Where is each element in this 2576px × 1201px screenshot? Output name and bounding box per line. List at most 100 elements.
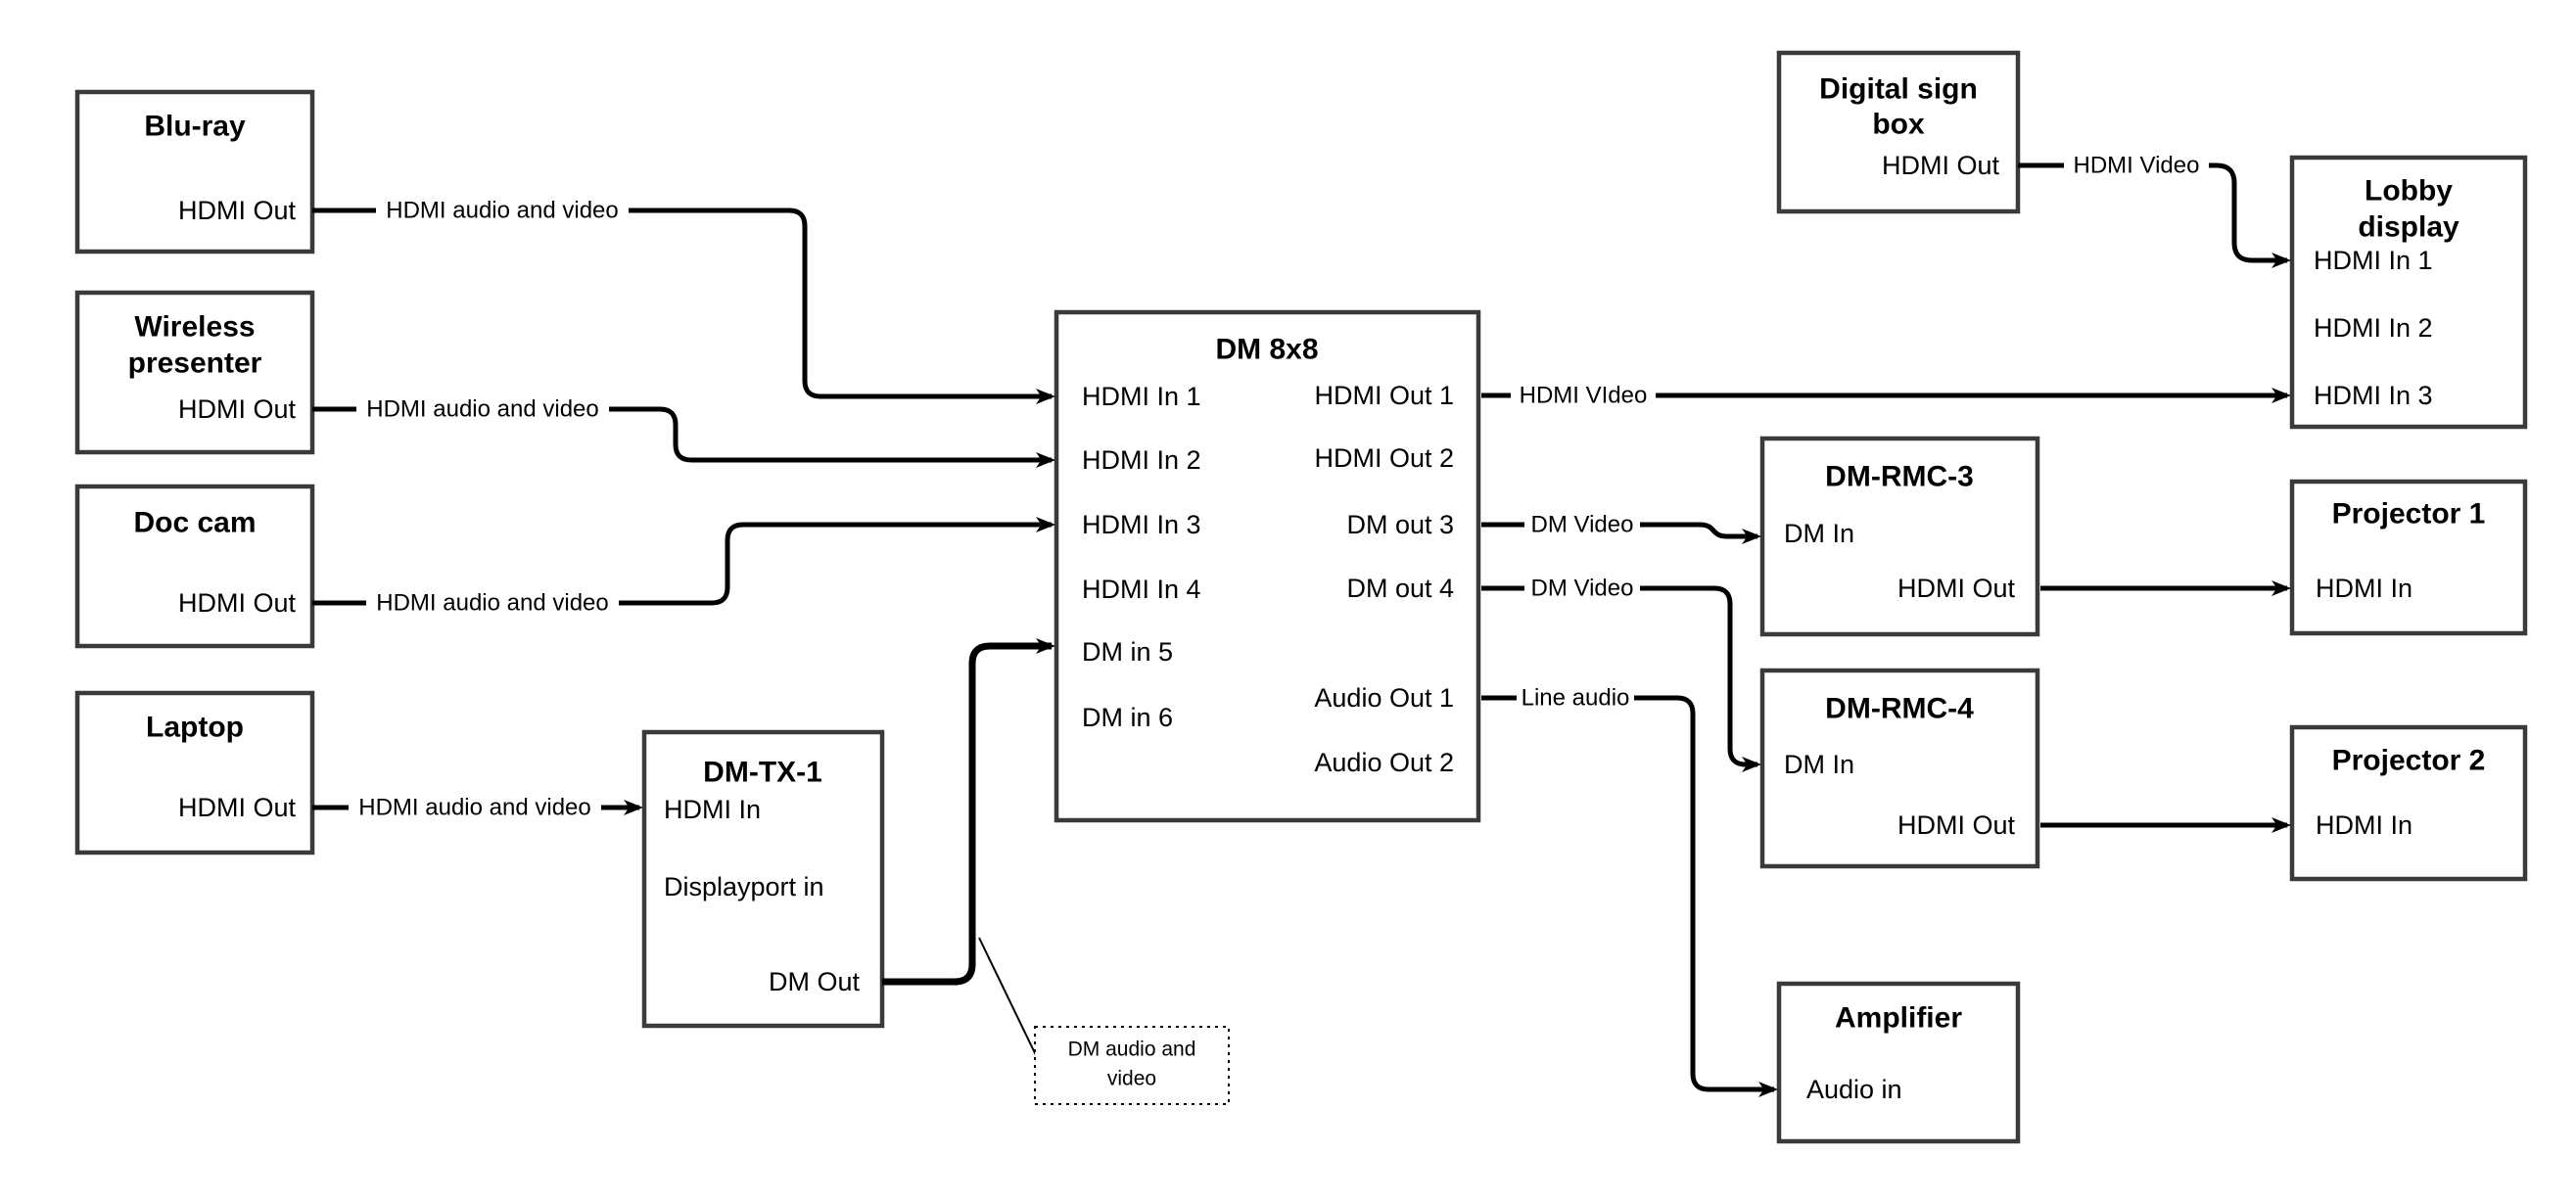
laptop-title: Laptop — [146, 712, 244, 744]
digital-sign-title-line2: box — [1872, 109, 1925, 141]
wire-label-digital-sign: HDMI Video — [2074, 153, 2200, 179]
rmc3-port-dm-in: DM In — [1784, 519, 1854, 548]
wireless-title-line1: Wireless — [134, 311, 255, 344]
doccam-port-hdmi-out: HDMI Out — [178, 588, 297, 618]
dm8x8-port-audio-out-2: Audio Out 2 — [1314, 748, 1454, 777]
node-projector-1: Projector 1 HDMI In — [2289, 479, 2528, 636]
wire-label-wireless: HDMI audio and video — [366, 396, 598, 423]
wire-dmtx1-to-dm8x8-dm-in-5 — [882, 638, 1055, 986]
dmtx1-port-displayport-in: Displayport in — [664, 872, 824, 901]
amplifier-title: Amplifier — [1835, 1002, 1962, 1035]
lobby-box — [2289, 155, 2528, 430]
wire-label-bg — [356, 393, 609, 426]
dm8x8-port-dm-in-6: DM in 6 — [1082, 703, 1173, 732]
dmtx1-port-hdmi-in: HDMI In — [664, 795, 761, 824]
wire-label-doccam: HDMI audio and video — [376, 590, 608, 617]
amplifier-box — [1776, 981, 2021, 1144]
wire-label-dm-out-4: DM Video — [1531, 576, 1634, 602]
dm8x8-port-hdmi-in-1: HDMI In 1 — [1082, 382, 1201, 411]
wire-label-hdmi-out-1: HDMI VIdeo — [1520, 383, 1648, 409]
node-dm-8x8: DM 8x8 HDMI In 1 HDMI In 2 HDMI In 3 HDM… — [1054, 309, 1481, 823]
wire-digital-sign-to-lobby-hdmi-in-1 — [2018, 162, 2291, 268]
wire-label-bg — [2064, 149, 2209, 182]
dmtx1-port-dm-out: DM Out — [769, 967, 861, 996]
digital-sign-title-line1: Digital sign — [1819, 73, 1978, 106]
laptop-port-hdmi-out: HDMI Out — [178, 793, 297, 822]
digital-sign-box — [1776, 50, 2021, 214]
dm8x8-port-hdmi-out-2: HDMI Out 2 — [1314, 443, 1454, 473]
wire-label-bg — [376, 194, 629, 227]
annotation-leader-line — [978, 937, 1037, 1056]
proj2-title: Projector 2 — [2332, 745, 2486, 777]
amplifier-port-audio-in: Audio in — [1806, 1075, 1902, 1104]
wire-dm8x8-dm-out-3-to-rmc3-dm-in — [1481, 522, 1761, 544]
node-wireless-presenter: Wireless presenter HDMI Out — [74, 290, 315, 455]
dm8x8-port-dm-in-5: DM in 5 — [1082, 637, 1173, 667]
dm8x8-port-audio-out-1: Audio Out 1 — [1314, 683, 1454, 713]
dm8x8-port-dm-out-3: DM out 3 — [1346, 510, 1454, 539]
proj1-box — [2289, 479, 2528, 636]
node-bluray: Blu-ray HDMI Out — [74, 89, 315, 254]
dm8x8-title: DM 8x8 — [1215, 334, 1318, 366]
doccam-box — [74, 484, 315, 649]
laptop-box — [74, 690, 315, 855]
rmc4-title: DM-RMC-4 — [1825, 693, 1974, 725]
node-dm-rmc-3: DM-RMC-3 DM In HDMI Out — [1759, 436, 2040, 637]
bluray-box — [74, 89, 315, 254]
rmc3-box — [1759, 436, 2040, 637]
wire-label-laptop: HDMI audio and video — [358, 795, 590, 821]
lobby-port-hdmi-in-3: HDMI In 3 — [2314, 381, 2433, 410]
rmc4-port-hdmi-out: HDMI Out — [1897, 810, 2016, 840]
node-laptop: Laptop HDMI Out — [74, 690, 315, 855]
dmtx1-title: DM-TX-1 — [703, 757, 822, 789]
node-amplifier: Amplifier Audio in — [1776, 981, 2021, 1144]
lobby-title-line1: Lobby — [2365, 175, 2453, 208]
rmc3-title: DM-RMC-3 — [1825, 461, 1974, 493]
proj2-port-hdmi-in: HDMI In — [2316, 810, 2412, 840]
node-dm-tx-1: DM-TX-1 HDMI In Displayport in DM Out — [641, 729, 885, 1029]
annotation-text-line2: video — [1107, 1068, 1156, 1090]
wire-bluray-to-dm8x8-hdmi-in-1 — [312, 208, 1055, 404]
wire-label-audio-out-1: Line audio — [1522, 685, 1630, 712]
node-digital-sign-box: Digital sign box HDMI Out — [1776, 50, 2021, 214]
node-lobby-display: Lobby display HDMI In 1 HDMI In 2 HDMI I… — [2289, 155, 2528, 430]
nodes: Blu-ray HDMI Out Wireless presenter HDMI… — [74, 50, 2528, 1144]
wire-label-bg — [1517, 681, 1634, 715]
wireless-box — [74, 290, 315, 455]
wire-label-bg — [366, 586, 619, 620]
wire-wireless-to-dm8x8-hdmi-in-2 — [312, 406, 1055, 468]
rmc4-port-dm-in: DM In — [1784, 750, 1854, 779]
dm8x8-port-hdmi-out-1: HDMI Out 1 — [1314, 381, 1454, 410]
annotation-text-line1: DM audio and — [1068, 1039, 1196, 1061]
doccam-title: Doc cam — [133, 507, 256, 539]
dm8x8-port-dm-out-4: DM out 4 — [1346, 574, 1454, 603]
wire-label-dm-out-3: DM Video — [1531, 512, 1634, 538]
wire-label-bg — [349, 791, 601, 824]
node-projector-2: Projector 2 HDMI In — [2289, 724, 2528, 882]
bluray-port-hdmi-out: HDMI Out — [178, 196, 297, 225]
rmc4-box — [1759, 668, 2040, 869]
dm8x8-port-hdmi-in-3: HDMI In 3 — [1082, 510, 1201, 539]
wire-label-bg — [1524, 508, 1640, 541]
dm8x8-port-hdmi-in-4: HDMI In 4 — [1082, 575, 1201, 604]
wireless-port-hdmi-out: HDMI Out — [178, 394, 297, 424]
bluray-title: Blu-ray — [144, 111, 246, 143]
wire-label-bluray: HDMI audio and video — [386, 198, 618, 224]
wire-labels: HDMI audio and video HDMI audio and vide… — [349, 149, 2209, 824]
wireless-title-line2: presenter — [128, 347, 262, 380]
rmc3-port-hdmi-out: HDMI Out — [1897, 574, 2016, 603]
lobby-port-hdmi-in-1: HDMI In 1 — [2314, 246, 2433, 275]
wire-doccam-to-dm8x8-hdmi-in-3 — [312, 517, 1055, 606]
annotation-dm-audio-video: DM audio and video — [978, 937, 1230, 1105]
dm8x8-port-hdmi-in-2: HDMI In 2 — [1082, 445, 1201, 475]
digital-sign-port-hdmi-out: HDMI Out — [1882, 151, 2000, 180]
proj2-box — [2289, 724, 2528, 882]
lobby-title-line2: display — [2358, 211, 2459, 244]
wire-label-bg — [1511, 379, 1656, 412]
wire-dm8x8-dm-out-4-to-rmc4-dm-in — [1481, 585, 1761, 772]
proj1-title: Projector 1 — [2332, 498, 2486, 531]
dmtx1-box — [641, 729, 885, 1029]
node-doc-cam: Doc cam HDMI Out — [74, 484, 315, 649]
node-dm-rmc-4: DM-RMC-4 DM In HDMI Out — [1759, 668, 2040, 869]
